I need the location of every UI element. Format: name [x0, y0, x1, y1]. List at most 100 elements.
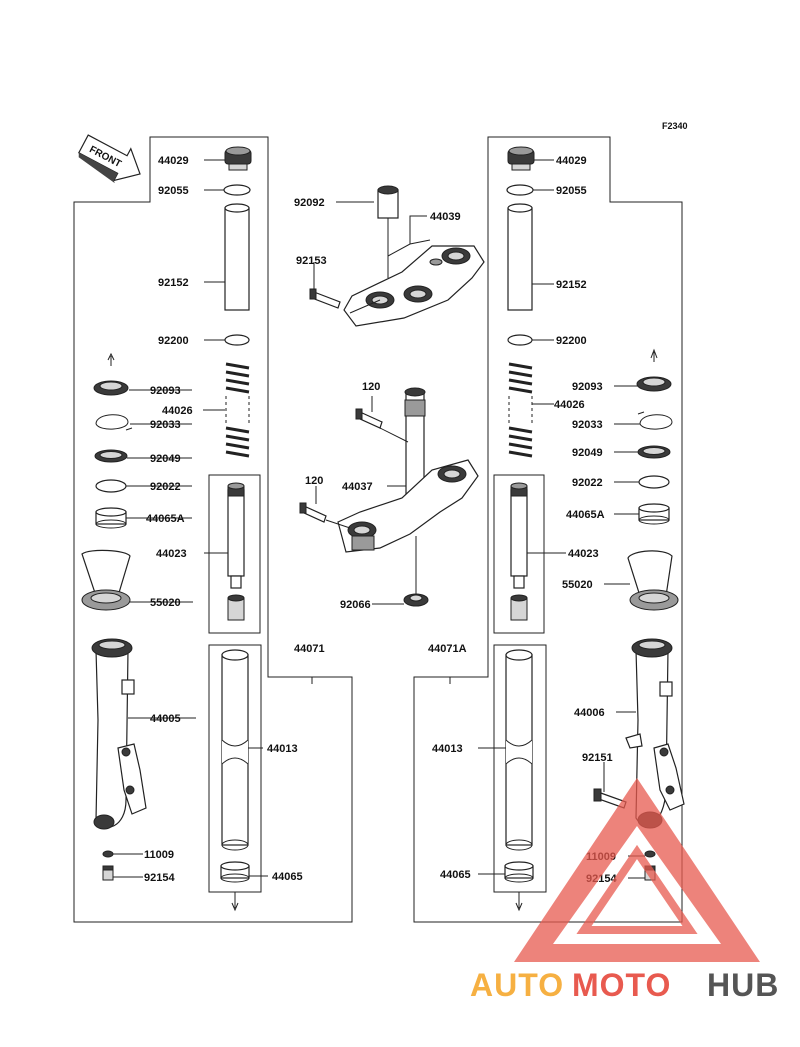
watermark-auto: AUTO	[470, 967, 564, 1003]
stem-pinch-bolt-upper	[355, 408, 383, 429]
left-label-44065: 44065	[272, 871, 303, 883]
right-tube-box	[493, 644, 547, 893]
left-label-44071: 44071	[294, 643, 325, 655]
left-label-92154: 92154	[144, 872, 175, 884]
right-slide-bushing	[504, 861, 534, 883]
right-cap-bolt	[507, 146, 535, 171]
left-slide-bushing	[220, 861, 250, 883]
left-label-55020: 55020	[150, 597, 181, 609]
left-label-92055: 92055	[158, 185, 189, 197]
left-bushing	[95, 507, 127, 529]
left-label-92022: 92022	[150, 481, 181, 493]
left-fork-leg	[91, 638, 147, 830]
watermark-text: AUTO MOTO HUB	[470, 967, 779, 1003]
label-92153: 92153	[296, 255, 327, 267]
right-label-92055: 92055	[556, 185, 587, 197]
left-label-44026: 44026	[162, 405, 193, 417]
left-washer-2	[95, 479, 127, 493]
left-gasket	[102, 850, 114, 858]
left-label-92200: 92200	[158, 335, 189, 347]
left-drain-bolt	[102, 865, 114, 881]
right-label-92022: 92022	[572, 477, 603, 489]
right-label-44065A: 44065A	[566, 509, 605, 521]
left-arrow-down	[231, 892, 239, 912]
stem-pinch-bolt-lower	[299, 502, 327, 523]
right-bushing	[638, 503, 670, 525]
left-label-92049: 92049	[150, 453, 181, 465]
right-label-44065: 44065	[440, 869, 471, 881]
label-120-upper: 120	[362, 381, 380, 393]
upper-fork-bracket	[343, 245, 485, 327]
left-label-92152: 92152	[158, 277, 189, 289]
right-washer-2	[638, 475, 670, 489]
left-circlip	[95, 414, 133, 431]
left-label-92093: 92093	[150, 385, 181, 397]
upper-bracket-leaders	[313, 201, 431, 314]
right-labels: 44029 92055 92152 92200 92093 44026 9203…	[428, 155, 645, 885]
label-92092: 92092	[294, 197, 325, 209]
left-cap-bolt	[224, 146, 252, 171]
right-damper-rod	[510, 482, 528, 621]
watermark-hub: HUB	[707, 967, 779, 1003]
left-frame	[73, 136, 353, 923]
right-washer	[507, 334, 533, 346]
stem-nut	[403, 593, 429, 607]
left-fork-guard	[81, 549, 131, 611]
right-dust-seal	[637, 445, 671, 459]
front-arrow-icon: FRONT	[78, 134, 141, 184]
label-120-lower: 120	[305, 475, 323, 487]
right-label-92200: 92200	[556, 335, 587, 347]
left-label-44029: 44029	[158, 155, 189, 167]
stem-leaders	[315, 396, 417, 605]
right-oil-seal	[636, 348, 672, 392]
left-label-44013: 44013	[267, 743, 298, 755]
label-44037: 44037	[342, 481, 373, 493]
watermark-moto: MOTO	[572, 967, 671, 1003]
left-damper-box	[208, 474, 261, 634]
label-92066: 92066	[340, 599, 371, 611]
upper-bracket-bolt	[309, 288, 341, 309]
label-44039: 44039	[430, 211, 461, 223]
left-label-44065A: 44065A	[146, 513, 185, 525]
right-label-44071A: 44071A	[428, 643, 467, 655]
right-label-92049: 92049	[572, 447, 603, 459]
left-washer	[224, 334, 250, 346]
right-arrow-down	[515, 892, 523, 912]
center-collar	[377, 185, 399, 219]
right-label-44026: 44026	[554, 399, 585, 411]
right-o-ring	[506, 184, 534, 196]
right-fork-spring	[508, 362, 533, 458]
left-spacer-tube	[224, 203, 250, 311]
right-circlip	[637, 411, 673, 430]
left-o-ring	[223, 184, 251, 196]
right-label-44029: 44029	[556, 155, 587, 167]
watermark-triangle-icon	[514, 778, 760, 962]
right-label-92152: 92152	[556, 279, 587, 291]
left-dust-seal	[94, 449, 128, 463]
left-inner-tube	[221, 649, 249, 851]
right-label-92033: 92033	[572, 419, 603, 431]
left-damper-rod	[227, 482, 245, 621]
right-label-44013: 44013	[432, 743, 463, 755]
right-inner-tube	[505, 649, 533, 851]
right-label-92093: 92093	[572, 381, 603, 393]
figure-code: F2340	[662, 121, 688, 131]
left-oil-seal	[93, 352, 129, 396]
left-label-44023: 44023	[156, 548, 187, 560]
right-spacer-tube	[507, 203, 533, 311]
right-damper-box	[493, 474, 545, 634]
steering-stem	[337, 387, 479, 553]
center-labels: 92092 44039 92153 120 44037 120 92066	[294, 197, 461, 611]
right-label-44023: 44023	[568, 548, 599, 560]
right-label-55020: 55020	[562, 579, 593, 591]
right-label-92151: 92151	[582, 752, 613, 764]
left-fork-spring	[225, 362, 250, 458]
right-gasket	[644, 850, 656, 858]
right-fork-guard	[627, 550, 679, 611]
left-label-11009: 11009	[144, 849, 174, 861]
left-label-44005: 44005	[150, 713, 181, 725]
right-label-44006: 44006	[574, 707, 605, 719]
left-labels: 44029 92055 92152 92200 92093 44026 9203…	[113, 155, 325, 884]
left-label-92033: 92033	[150, 419, 181, 431]
